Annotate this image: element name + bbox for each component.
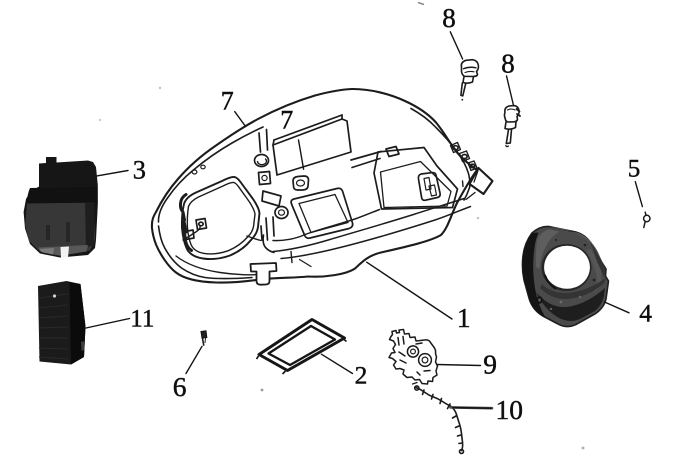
svg-text:10: 10: [496, 394, 524, 425]
svg-text:2: 2: [355, 360, 368, 389]
svg-text:9: 9: [483, 349, 497, 380]
svg-text:3: 3: [133, 155, 146, 184]
svg-text:1: 1: [457, 302, 471, 333]
svg-text:11: 11: [130, 305, 154, 332]
svg-text:4: 4: [639, 298, 652, 327]
svg-text:5: 5: [628, 156, 641, 183]
svg-text:7: 7: [221, 86, 234, 115]
svg-text:8: 8: [442, 3, 456, 33]
svg-text:8: 8: [501, 49, 515, 79]
svg-text:7: 7: [280, 106, 293, 135]
svg-text:6: 6: [173, 371, 187, 402]
